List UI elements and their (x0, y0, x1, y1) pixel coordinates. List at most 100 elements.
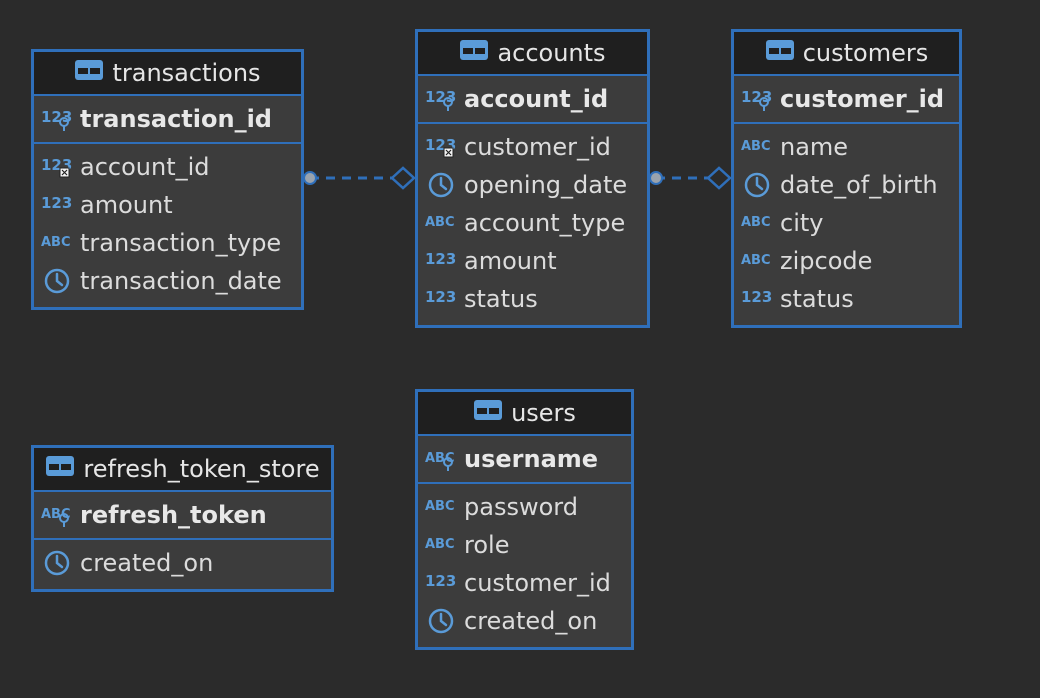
svg-text:123: 123 (741, 88, 772, 106)
svg-text:123: 123 (41, 108, 72, 126)
relationship-target-diamond (706, 166, 732, 190)
clock-icon (740, 170, 774, 200)
column-name: account_id (80, 153, 210, 181)
entity-title: transactions (112, 59, 261, 87)
column-row[interactable]: ABC role (418, 526, 631, 564)
number-type-icon: 123 (424, 284, 458, 314)
column-name: account_id (464, 85, 609, 113)
svg-text:ABC: ABC (741, 139, 771, 154)
relationship-source-dot (649, 171, 663, 185)
table-icon (45, 455, 75, 483)
column-name: username (464, 445, 599, 473)
column-row[interactable]: opening_date (418, 166, 647, 204)
svg-text:ABC: ABC (41, 507, 71, 522)
column-name: customer_id (464, 133, 611, 161)
table-icon (74, 59, 104, 87)
entity-title: accounts (497, 39, 606, 67)
column-name: transaction_date (80, 267, 282, 295)
entity-header[interactable]: transactions (34, 52, 301, 96)
entity-header[interactable]: customers (734, 32, 959, 76)
column-name: amount (464, 247, 557, 275)
primary-key-row[interactable]: 123 transaction_id (34, 96, 301, 144)
primary-key-row[interactable]: ABC refresh_token (34, 492, 331, 540)
column-name: amount (80, 191, 173, 219)
relationship-accounts-customers[interactable] (649, 166, 732, 190)
text-type-icon: ABC (40, 228, 74, 258)
number-type-icon: 123 (424, 246, 458, 276)
primary-key-row[interactable]: ABC username (418, 436, 631, 484)
column-name: created_on (464, 607, 598, 635)
primary-key-icon: ABC (40, 500, 74, 530)
svg-text:ABC: ABC (425, 451, 455, 466)
foreign-key-icon: 123 (424, 132, 458, 162)
svg-text:123: 123 (425, 288, 456, 306)
clock-icon (40, 548, 74, 578)
column-name: created_on (80, 549, 214, 577)
column-name: account_type (464, 209, 626, 237)
relationship-target-diamond (390, 166, 416, 190)
entity-title: users (511, 399, 576, 427)
number-type-icon: 123 (740, 284, 774, 314)
column-row[interactable]: created_on (34, 544, 331, 582)
column-list: created_on (34, 540, 331, 582)
column-name: transaction_type (80, 229, 282, 257)
primary-key-icon: 123 (740, 84, 774, 114)
svg-text:ABC: ABC (741, 253, 771, 268)
svg-text:123: 123 (425, 88, 456, 106)
column-name: refresh_token (80, 501, 267, 529)
primary-key-row[interactable]: 123 account_id (418, 76, 647, 124)
foreign-key-icon: 123 (40, 152, 74, 182)
text-type-icon: ABC (740, 246, 774, 276)
column-name: status (464, 285, 538, 313)
table-icon (459, 39, 489, 67)
table-icon (765, 39, 795, 67)
column-name: name (780, 133, 849, 161)
column-name: status (780, 285, 854, 313)
column-name: opening_date (464, 171, 628, 199)
text-type-icon: ABC (740, 208, 774, 238)
column-row[interactable]: transaction_date (34, 262, 301, 300)
column-row[interactable]: 123 status (734, 280, 959, 318)
text-type-icon: ABC (740, 132, 774, 162)
column-row[interactable]: date_of_birth (734, 166, 959, 204)
column-row[interactable]: ABC name (734, 128, 959, 166)
svg-text:ABC: ABC (425, 537, 455, 552)
column-name: customer_id (464, 569, 611, 597)
primary-key-icon: 123 (424, 84, 458, 114)
column-row[interactable]: created_on (418, 602, 631, 640)
clock-icon (40, 266, 74, 296)
entity-header[interactable]: accounts (418, 32, 647, 76)
text-type-icon: ABC (424, 492, 458, 522)
relationship-source-dot (303, 171, 317, 185)
column-name: city (780, 209, 824, 237)
primary-key-icon: ABC (424, 444, 458, 474)
entity-header[interactable]: users (418, 392, 631, 436)
column-row[interactable]: 123 status (418, 280, 647, 318)
entity-header[interactable]: refresh_token_store (34, 448, 331, 492)
svg-text:123: 123 (741, 288, 772, 306)
column-name: transaction_id (80, 105, 272, 133)
relationship-transactions-accounts[interactable] (303, 166, 416, 190)
column-name: role (464, 531, 510, 559)
entity-title: customers (802, 39, 929, 67)
